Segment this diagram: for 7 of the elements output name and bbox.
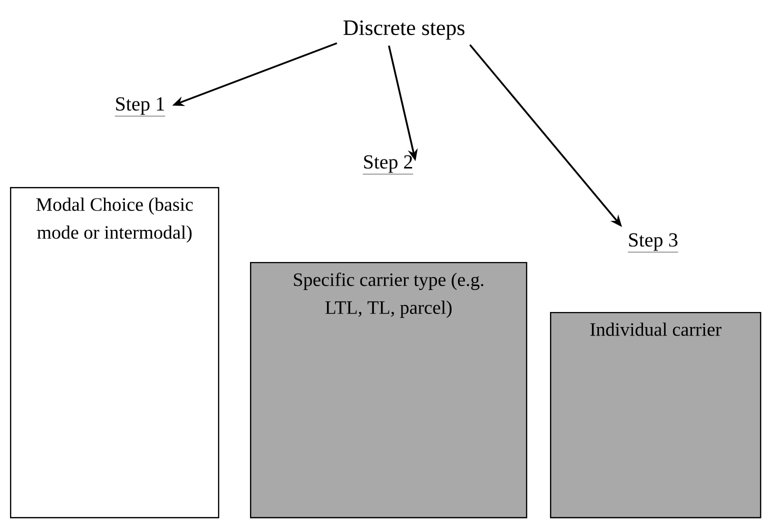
step-box: Individual carrier	[550, 312, 762, 518]
heading-text: Discrete steps	[343, 20, 464, 40]
step-box: Modal Choice (basic mode or intermodal)	[10, 187, 220, 518]
step-label: Step 3	[628, 233, 678, 252]
step-label: Step 1	[114, 97, 166, 116]
step-label: Step 2	[362, 155, 414, 174]
step-box: Specific carrier type (e.g. LTL, TL, parcel)	[250, 262, 528, 518]
